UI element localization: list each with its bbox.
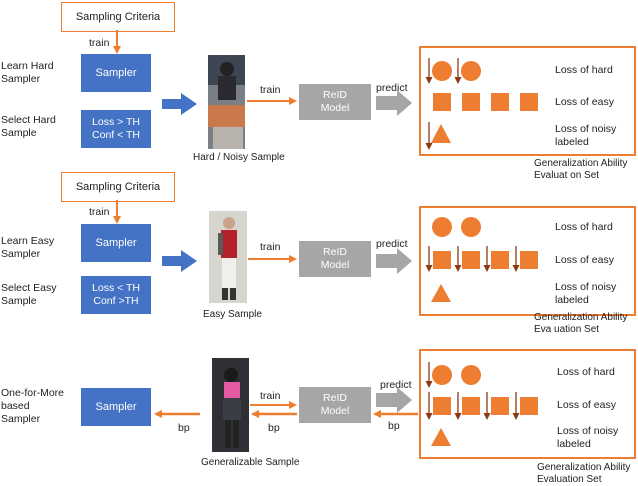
loss-of-hard-label: Loss of hard bbox=[555, 64, 613, 76]
hard-sample-circle bbox=[461, 217, 481, 237]
easy-sample-square bbox=[491, 251, 509, 269]
loss-of-hard-label: Loss of hard bbox=[555, 221, 613, 233]
sampler-box-one-for-more: Sampler bbox=[81, 388, 151, 426]
bp-label: bp bbox=[388, 420, 400, 432]
loss-of-easy-label: Loss of easy bbox=[557, 399, 616, 411]
sampling-criteria-box-hard: Sampling Criteria bbox=[61, 2, 175, 32]
easy-sample-square bbox=[520, 93, 538, 111]
easy-sample-caption: Easy Sample bbox=[203, 309, 262, 320]
predict-block-arrow bbox=[376, 248, 412, 274]
sampling-criteria-label: Sampling Criteria bbox=[75, 11, 161, 23]
train-label: train bbox=[89, 37, 110, 49]
hard-sample-circle bbox=[461, 365, 481, 385]
loss-of-easy-label: Loss of easy bbox=[555, 96, 614, 108]
sampler-box-hard: Sampler bbox=[81, 54, 151, 92]
hard-sample-circle bbox=[432, 365, 452, 385]
blue-block-arrow bbox=[162, 93, 197, 115]
hard-sample-caption: Hard / Noisy Sample bbox=[193, 152, 285, 163]
hard-sample-image bbox=[208, 55, 245, 149]
easy-sample-square bbox=[462, 251, 480, 269]
easy-sample-square bbox=[520, 251, 538, 269]
easy-sample-square bbox=[491, 397, 509, 415]
easy-sample-square bbox=[462, 397, 480, 415]
bp-label: bp bbox=[178, 422, 190, 434]
sampling-criteria-box-easy: Sampling Criteria bbox=[61, 172, 175, 202]
loss-of-hard-label: Loss of hard bbox=[557, 366, 615, 378]
blue-block-arrow bbox=[162, 250, 197, 272]
noisy-sample-triangle bbox=[431, 124, 451, 143]
predict-label: predict bbox=[380, 379, 412, 391]
easy-sample-square bbox=[520, 397, 538, 415]
noisy-sample-triangle bbox=[431, 284, 451, 302]
predict-label: predict bbox=[376, 82, 408, 94]
hard-sample-circle bbox=[432, 217, 452, 237]
easy-sample-image bbox=[209, 211, 247, 303]
easy-sample-square bbox=[433, 397, 451, 415]
predict-block-arrow bbox=[376, 90, 412, 116]
bp-label: bp bbox=[268, 422, 280, 434]
train-label: train bbox=[89, 206, 110, 218]
easy-sample-square bbox=[491, 93, 509, 111]
easy-sample-square bbox=[433, 93, 451, 111]
sampling-criteria-label: Sampling Criteria bbox=[75, 181, 161, 193]
generalizable-sample-image bbox=[212, 358, 249, 452]
predict-label: predict bbox=[376, 238, 408, 250]
hard-sample-circle bbox=[432, 61, 452, 81]
easy-sample-square bbox=[462, 93, 480, 111]
generalizable-sample-caption: Generalizable Sample bbox=[201, 457, 300, 468]
predict-block-arrow bbox=[376, 387, 412, 413]
hard-sample-circle bbox=[461, 61, 481, 81]
train-label: train bbox=[260, 241, 281, 253]
sampler-box-easy: Sampler bbox=[81, 224, 151, 262]
noisy-sample-triangle bbox=[431, 428, 451, 446]
loss-of-easy-label: Loss of easy bbox=[555, 254, 614, 266]
train-label: train bbox=[260, 390, 281, 402]
easy-sample-square bbox=[433, 251, 451, 269]
train-label: train bbox=[260, 84, 281, 96]
